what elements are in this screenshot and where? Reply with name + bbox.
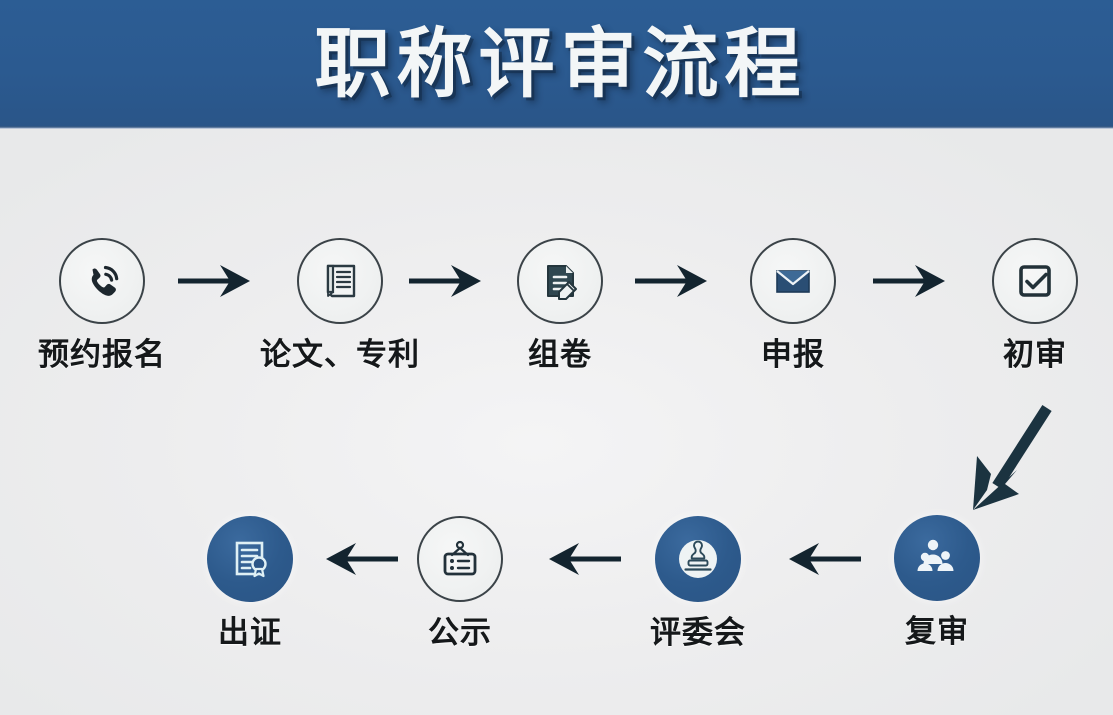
flow-node-circle: [655, 516, 741, 602]
notice-board-icon: [437, 536, 483, 582]
flow-node-label: 申报: [761, 337, 825, 373]
stamp-icon: [672, 533, 724, 585]
banner-underline: [0, 126, 1113, 129]
flow-node-label: 组卷: [528, 337, 592, 373]
checkbox-checked-icon: [1012, 258, 1058, 304]
arrow-left-1: [312, 539, 398, 579]
flow-node-circle: [517, 238, 603, 324]
envelope-icon: [771, 259, 815, 303]
arrow-right-3: [635, 261, 721, 301]
arrow-right-4: [873, 261, 959, 301]
arrow-down-left-corner: [955, 398, 1065, 518]
flow-node-compile[interactable]: 组卷: [475, 238, 645, 371]
group-people-icon: [913, 534, 961, 582]
flow-node-second-review[interactable]: 复审: [852, 515, 1022, 648]
flow-node-circle: [894, 515, 980, 601]
flow-node-circle: [417, 516, 503, 602]
flow-node-label: 预约报名: [38, 337, 166, 373]
flow-node-certificate-issue[interactable]: 出证: [165, 516, 335, 649]
arrow-right-1: [178, 261, 264, 301]
phone-call-icon: [78, 257, 126, 305]
flow-node-label: 初审: [1003, 337, 1067, 373]
flow-node-appointment[interactable]: 预约报名: [17, 238, 187, 371]
flow-node-declaration[interactable]: 申报: [708, 238, 878, 371]
document-pages-icon: [317, 258, 363, 304]
flow-node-circle: [59, 238, 145, 324]
flow-node-first-review[interactable]: 初审: [950, 238, 1113, 371]
flow-node-label: 论文、专利: [260, 337, 420, 373]
certificate-icon: [227, 536, 273, 582]
flow-node-label: 评委会: [650, 615, 746, 651]
flow-node-label: 出证: [218, 615, 282, 651]
arrow-right-2: [409, 261, 495, 301]
flow-node-circle: [297, 238, 383, 324]
page-title: 职称评审流程: [314, 19, 807, 108]
flow-node-circle: [750, 238, 836, 324]
flow-node-thesis-patent[interactable]: 论文、专利: [255, 238, 425, 371]
flow-node-circle: [207, 516, 293, 602]
flow-node-label: 公示: [428, 615, 492, 651]
flow-node-public-notice[interactable]: 公示: [375, 516, 545, 649]
header-banner: 职称评审流程: [0, 0, 1113, 128]
flow-node-label: 复审: [905, 614, 969, 650]
arrow-left-3: [775, 539, 861, 579]
document-edit-icon: [537, 258, 583, 304]
flow-node-review-committee[interactable]: 评委会: [613, 516, 783, 649]
arrow-left-2: [535, 539, 621, 579]
flow-node-circle: [992, 238, 1078, 324]
